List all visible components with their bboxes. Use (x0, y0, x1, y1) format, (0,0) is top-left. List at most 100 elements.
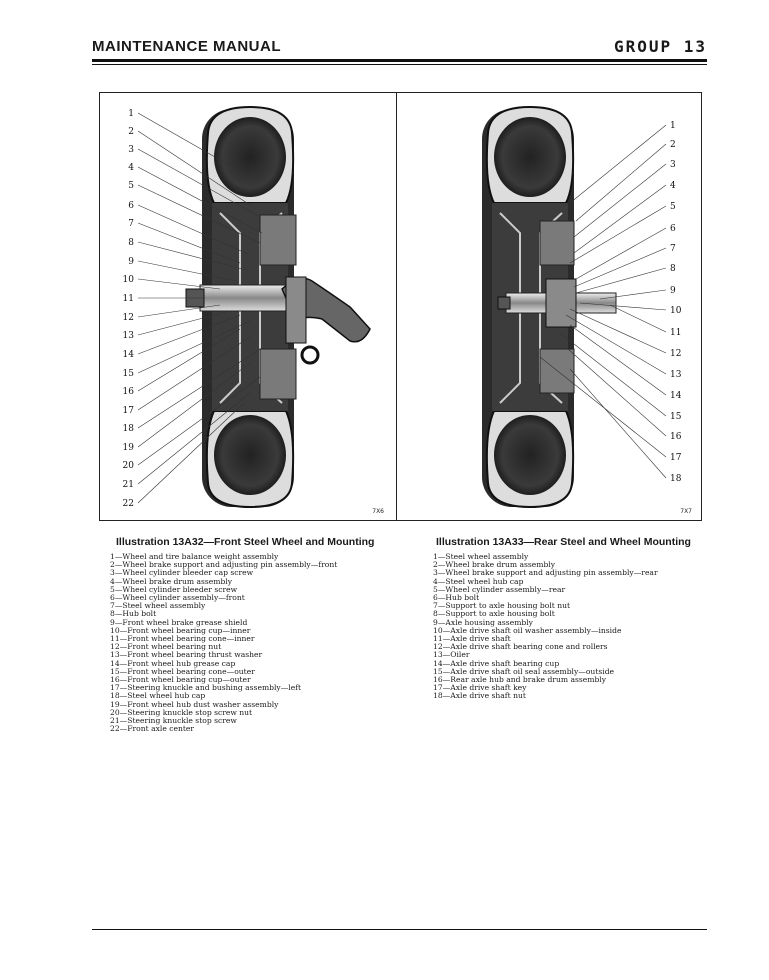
list-item: 18—Axle drive shaft nut (433, 691, 526, 701)
front-callout: 22 (123, 499, 134, 509)
rear-callout: 5 (670, 202, 676, 212)
list-item: 8—Support to axle housing bolt (433, 609, 555, 619)
rear-callout: 10 (670, 306, 682, 316)
front-callout: 8 (128, 238, 134, 248)
front-callout: 3 (128, 145, 134, 155)
wheel-illustrations: 1 2 3 4 5 6 7 8 9 10 11 12 13 14 15 16 1… (123, 105, 692, 515)
rear-callout: 16 (670, 432, 682, 442)
list-item: 1—Wheel and tire balance weight assembly (110, 552, 279, 561)
rear-callout: 15 (670, 412, 682, 422)
list-item: 13—Oiler (433, 650, 470, 660)
list-item: 5—Wheel cylinder assembly—rear (433, 584, 566, 594)
list-item: 10—Axle drive shaft oil washer assembly—… (433, 625, 622, 635)
list-item: 17—Steering knuckle and bushing assembly… (110, 683, 302, 693)
front-callout: 15 (123, 369, 135, 379)
front-callout: 19 (123, 443, 135, 453)
list-item: 6—Hub bolt (433, 593, 480, 603)
front-callout: 18 (123, 424, 135, 434)
front-callout: 13 (123, 331, 135, 341)
rear-callout: 9 (670, 286, 676, 296)
front-callout: 10 (123, 275, 135, 285)
list-item: 9—Front wheel brake grease shield (110, 617, 248, 627)
front-callout: 2 (128, 127, 134, 137)
front-leader-lines (137, 112, 263, 504)
rear-callout: 12 (670, 349, 681, 359)
list-item: 3—Wheel brake support and adjusting pin … (433, 568, 658, 578)
list-item: 7—Steel wheel assembly (110, 601, 206, 611)
list-item: 4—Steel wheel hub cap (433, 576, 524, 586)
figure-divider (396, 93, 397, 520)
list-item: 15—Axle drive shaft oil seal assembly—ou… (433, 666, 615, 676)
list-item: 3—Wheel cylinder bleeder cap screw (110, 568, 254, 578)
list-item: 15—Front wheel bearing cone—outer (110, 666, 255, 676)
rear-callout: 7 (670, 244, 676, 254)
list-item: 16—Rear axle hub and brake drum assembly (433, 675, 607, 685)
rear-callout: 8 (670, 264, 676, 274)
list-item: 12—Front wheel bearing nut (110, 642, 222, 652)
page-header: MAINTENANCE MANUAL GROUP 13 (92, 37, 707, 58)
fig1-caption: Illustration 13A32—Front Steel Wheel and… (116, 536, 375, 548)
list-item: 4—Wheel brake drum assembly (110, 576, 233, 586)
rear-callout: 13 (670, 370, 682, 380)
rear-callout: 4 (670, 181, 676, 191)
rear-leader-lines (539, 124, 667, 479)
fig1-ref: 7X6 (372, 508, 384, 515)
rear-callout: 6 (670, 224, 676, 234)
front-callout: 7 (128, 219, 134, 229)
list-item: 14—Axle drive shaft bearing cup (433, 658, 560, 668)
list-item: 1—Steel wheel assembly (433, 552, 529, 561)
front-callout: 20 (123, 461, 135, 471)
rear-wheel-drawing (482, 105, 617, 509)
list-item: 7—Support to axle housing bolt nut (433, 601, 571, 611)
front-callout: 6 (128, 201, 134, 211)
list-item: 13—Front wheel bearing thrust washer (110, 650, 263, 660)
group-label: GROUP 13 (613, 37, 707, 56)
list-item: 8—Hub bolt (110, 609, 157, 619)
rear-callout: 2 (670, 140, 676, 150)
front-wheel-drawing (185, 105, 371, 509)
footer-rule (92, 929, 707, 930)
list-item: 11—Axle drive shaft (433, 634, 511, 644)
fig2-parts-list: 1—Steel wheel assembly 2—Wheel brake dru… (433, 552, 713, 701)
list-item: 6—Wheel cylinder assembly—front (110, 593, 245, 603)
rear-callout: 17 (670, 453, 682, 463)
rear-callout: 11 (670, 328, 681, 338)
list-item: 12—Axle drive shaft bearing cone and rol… (433, 642, 608, 652)
rear-callout: 14 (670, 391, 682, 401)
header-rule-thin (92, 64, 707, 65)
front-callout: 12 (123, 313, 134, 323)
rear-callout-numbers: 1 2 3 4 5 6 7 8 9 10 11 12 13 14 15 16 1… (670, 121, 682, 484)
header-rule-thick (92, 59, 707, 62)
front-callout: 14 (123, 350, 135, 360)
list-item: 22—Front axle center (110, 724, 195, 734)
fig1-parts-list: 1—Wheel and tire balance weight assembly… (110, 552, 400, 734)
list-item: 16—Front wheel bearing cup—outer (110, 675, 251, 685)
front-callout: 16 (123, 387, 135, 397)
rear-callout: 3 (670, 160, 676, 170)
front-callout: 9 (128, 257, 134, 267)
front-callout: 17 (123, 406, 135, 416)
list-item: 14—Front wheel hub grease cap (110, 658, 236, 668)
list-item: 5—Wheel cylinder bleeder screw (110, 584, 238, 594)
list-item: 2—Wheel brake support and adjusting pin … (110, 560, 338, 570)
list-item: 19—Front wheel hub dust washer assembly (110, 699, 279, 709)
list-item: 10—Front wheel bearing cup—inner (110, 625, 251, 635)
list-item: 18—Steel wheel hub cap (110, 691, 206, 701)
rear-callout: 1 (670, 121, 676, 131)
front-callout: 5 (128, 181, 134, 191)
rear-callout: 18 (670, 474, 682, 484)
front-callout-numbers: 1 2 3 4 5 6 7 8 9 10 11 12 13 14 15 16 1… (123, 109, 135, 509)
fig2-caption: Illustration 13A33—Rear Steel and Wheel … (436, 536, 691, 548)
fig2-ref: 7X7 (680, 508, 692, 515)
list-item: 17—Axle drive shaft key (433, 683, 527, 693)
list-item: 11—Front wheel bearing cone—inner (110, 634, 255, 644)
list-item: 9—Axle housing assembly (433, 617, 533, 627)
front-callout: 21 (123, 480, 134, 490)
list-item: 21—Steering knuckle stop screw (110, 716, 237, 726)
list-item: 2—Wheel brake drum assembly (433, 560, 556, 570)
figure-frame: 1 2 3 4 5 6 7 8 9 10 11 12 13 14 15 16 1… (99, 92, 702, 521)
front-callout: 4 (128, 163, 134, 173)
manual-title: MAINTENANCE MANUAL (92, 38, 281, 55)
front-callout: 11 (123, 294, 134, 304)
list-item: 20—Steering knuckle stop screw nut (110, 707, 253, 717)
